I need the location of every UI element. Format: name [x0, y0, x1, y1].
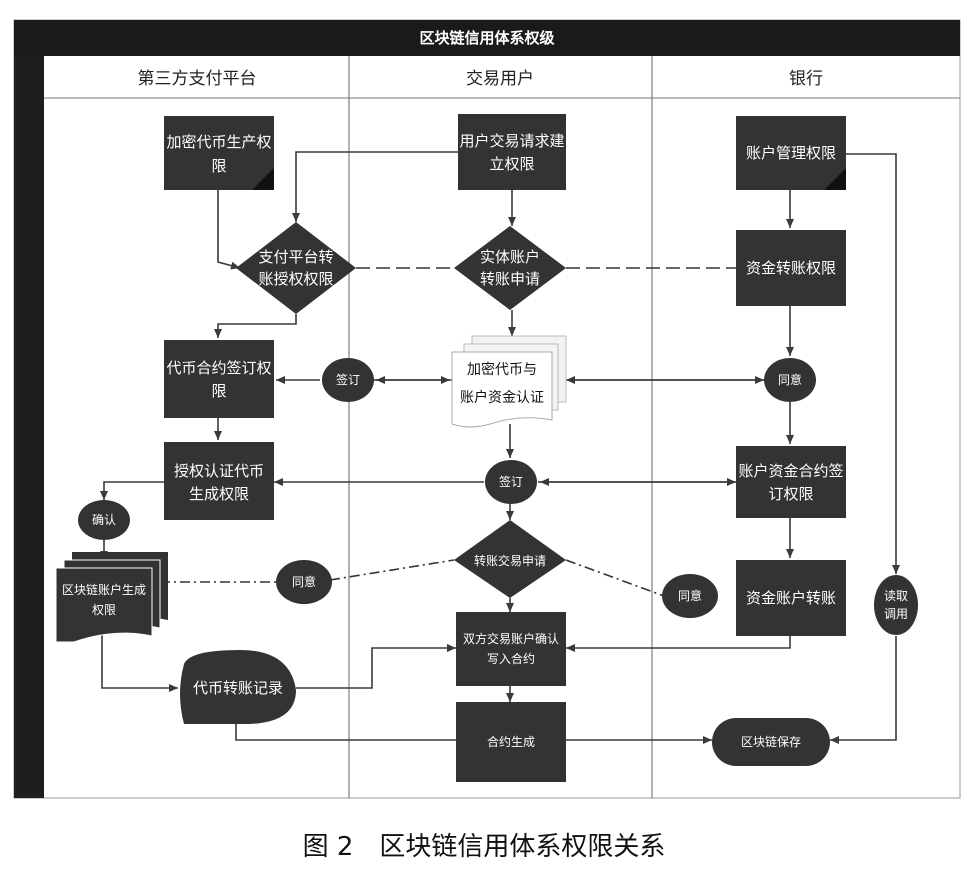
mint-permission-line2: 限	[211, 157, 226, 175]
edge-record-to-write	[296, 644, 456, 689]
sign-top-label: 签订	[336, 372, 360, 387]
fund-transfer-box: 资金转账权限	[736, 230, 846, 306]
edge-transfer-to-write	[566, 636, 791, 652]
agree-right-top-label: 同意	[778, 372, 802, 387]
contract-generated-box: 合约生成	[456, 702, 566, 782]
confirm-write-contract-box: 双方交易账户确认 写入合约	[456, 612, 566, 686]
user-request-line2: 立权限	[489, 155, 534, 173]
token-transfer-record-label: 代币转账记录	[193, 679, 283, 697]
fund-account-transfer-label: 资金账户转账	[746, 589, 836, 607]
read-call-circle: 读取 调用	[874, 575, 918, 635]
account-fund-contract-line2: 订权限	[768, 485, 813, 503]
crypto-auth-doc-stack: 加密代币与 账户资金认证	[451, 335, 567, 428]
figure-caption: 图 2 区块链信用体系权限关系	[303, 832, 666, 862]
confirm-label: 确认	[92, 513, 116, 527]
sign-mid-label: 签订	[499, 474, 523, 489]
chain-save-label: 区块链保存	[741, 734, 801, 749]
account-fund-contract-box: 账户资金合约签 订权限	[736, 446, 846, 518]
confirm-write-contract-line1: 双方交易账户确认	[463, 631, 559, 646]
edge-acct-to-read	[846, 153, 900, 574]
edge-doc-to-record	[101, 630, 178, 692]
edge-gen-to-confirm	[100, 481, 164, 500]
agree-right-top-circle: 同意	[764, 358, 816, 402]
chain-account-doc-line2: 权限	[92, 603, 116, 617]
agree-left-circle: 同意	[276, 560, 332, 604]
read-call-line1: 读取	[884, 589, 908, 603]
real-account-transfer-diamond: 实体账户 转账申请	[454, 226, 566, 310]
payment-transfer-auth-diamond: 支付平台转 账授权权限	[236, 222, 356, 314]
user-request-box: 用户交易请求建 立权限	[458, 114, 566, 190]
confirm-circle: 确认	[78, 500, 130, 540]
agree-right-mid-circle: 同意	[662, 574, 718, 618]
edge-dashdot-agree-trade	[329, 559, 455, 581]
account-mgmt-box: 账户管理权限	[736, 116, 846, 190]
chain-account-doc-line1: 区块链账户生成	[62, 582, 146, 597]
sign-top-circle: 签订	[322, 358, 374, 402]
token-transfer-record-shape: 代币转账记录	[180, 650, 296, 724]
agree-right-mid-label: 同意	[678, 588, 702, 603]
real-account-transfer-line1: 实体账户	[480, 248, 540, 266]
diagram-title: 区块链信用体系权级	[419, 29, 555, 47]
account-mgmt-label: 账户管理权限	[746, 144, 836, 162]
edge-mint-to-auth	[217, 190, 241, 270]
auth-token-gen-line2: 生成权限	[189, 485, 249, 503]
edge-auth-to-contract	[214, 314, 297, 338]
crypto-auth-doc-line1: 加密代币与	[467, 361, 537, 378]
read-call-line2: 调用	[884, 607, 908, 621]
chain-account-doc-stack: 区块链账户生成 权限	[55, 552, 168, 643]
contract-generated-label: 合约生成	[487, 734, 535, 749]
auth-token-gen-box: 授权认证代币 生成权限	[164, 442, 274, 520]
payment-transfer-auth-line1: 支付平台转	[258, 248, 333, 266]
confirm-write-contract-line2: 写入合约	[487, 651, 535, 666]
crypto-auth-doc-line2: 账户资金认证	[460, 389, 544, 406]
edge-request-to-auth	[292, 151, 458, 222]
edge-read-to-save	[830, 636, 897, 744]
payment-transfer-auth-line2: 账授权权限	[258, 270, 333, 288]
transfer-trade-request-label: 转账交易申请	[474, 553, 546, 568]
transfer-trade-request-diamond: 转账交易申请	[454, 520, 566, 598]
mint-permission-line1: 加密代币生产权	[166, 133, 271, 151]
lane-header-trading-user: 交易用户	[466, 69, 534, 89]
mint-permission-box: 加密代币生产权 限	[164, 116, 274, 190]
edges	[100, 151, 900, 744]
auth-token-gen-line1: 授权认证代币	[174, 462, 264, 480]
chain-save-terminal: 区块链保存	[712, 718, 830, 766]
edge-dashdot-trade-agree	[565, 559, 665, 597]
real-account-transfer-line2: 转账申请	[480, 270, 540, 288]
account-fund-contract-line1: 账户资金合约签	[738, 462, 843, 480]
fund-transfer-label: 资金转账权限	[746, 259, 836, 277]
sign-mid-circle: 签订	[485, 460, 537, 504]
fund-account-transfer-box: 资金账户转账	[736, 560, 846, 636]
lane-header-payment-platform: 第三方支付平台	[138, 69, 257, 89]
token-contract-sign-box: 代币合约签订权 限	[164, 340, 274, 418]
agree-left-label: 同意	[292, 574, 316, 589]
token-contract-sign-line2: 限	[211, 382, 226, 400]
lane-header-bank: 银行	[789, 69, 823, 89]
user-request-line1: 用户交易请求建	[459, 132, 564, 150]
token-contract-sign-line1: 代币合约签订权	[166, 359, 271, 377]
